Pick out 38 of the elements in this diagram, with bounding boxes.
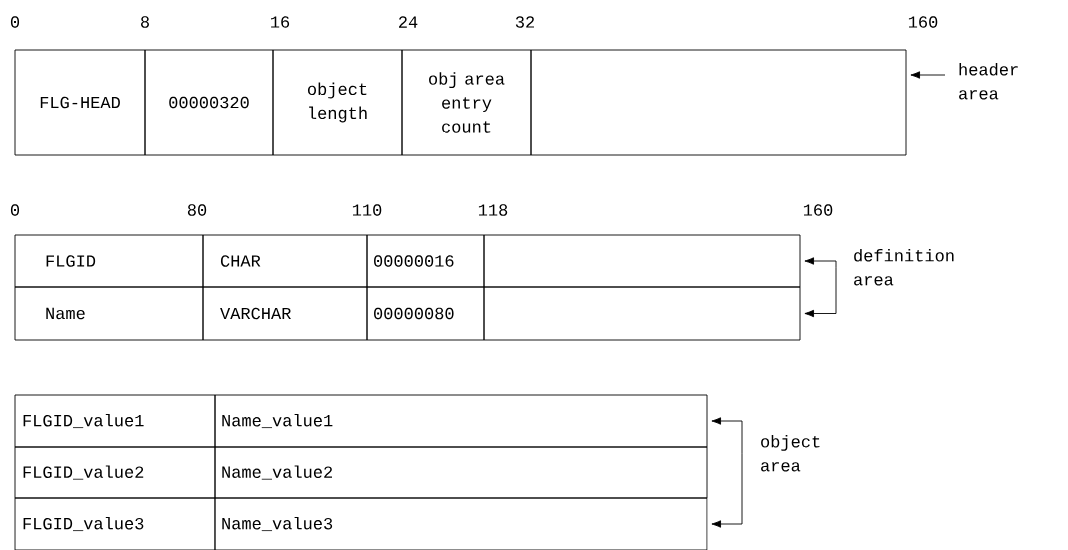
table-cell: Name_value3 — [214, 497, 708, 550]
area-label: header area — [959, 63, 1018, 100]
empty-cell — [530, 49, 907, 156]
scale-number: 8 — [141, 16, 149, 28]
scale-number: 16 — [271, 16, 290, 28]
table-cell: obj area entry count — [401, 49, 532, 156]
scale-number: 110 — [352, 204, 382, 216]
table-cell: 00000320 — [144, 49, 274, 156]
scale-number: 118 — [478, 204, 508, 216]
arrow — [910, 71, 946, 79]
empty-cell — [483, 286, 801, 341]
scale-number: 0 — [10, 204, 20, 216]
table-cell: FLGID_value2 — [14, 446, 216, 499]
arrow — [804, 257, 837, 268]
table-cell: VARCHAR — [202, 286, 368, 341]
table-cell: FLGID — [14, 234, 204, 288]
scale-number: 24 — [399, 16, 418, 28]
table-cell: FLGID_value3 — [14, 497, 216, 550]
table-cell: CHAR — [202, 234, 368, 288]
table-cell: Name — [14, 286, 204, 341]
table-cell: 00000080 — [366, 286, 485, 341]
scale-number: 0 — [10, 16, 20, 28]
empty-cell — [483, 234, 801, 288]
scale-number: 80 — [187, 204, 207, 216]
arrow — [711, 417, 743, 454]
table-cell: Name_value2 — [214, 446, 708, 499]
table-cell: Name_value1 — [214, 394, 708, 448]
area-label: definition area — [854, 249, 954, 286]
table-cell: object length — [272, 49, 403, 156]
arrow — [804, 266, 837, 318]
table-cell: FLGID_value1 — [14, 394, 216, 448]
arrow — [711, 452, 743, 528]
scale-number: 160 — [908, 16, 938, 28]
table-cell: FLG-HEAD — [14, 49, 146, 156]
table-cell: 00000016 — [366, 234, 485, 288]
area-label: object area — [761, 435, 820, 472]
scale-number: 32 — [515, 16, 534, 28]
scale-number: 160 — [803, 204, 833, 216]
